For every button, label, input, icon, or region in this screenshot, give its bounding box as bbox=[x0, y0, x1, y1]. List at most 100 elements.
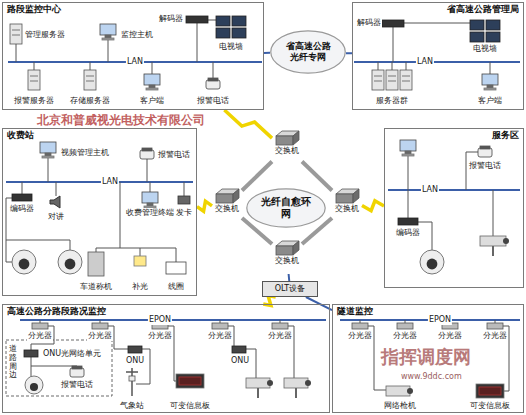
device-label: 分光器 bbox=[147, 331, 173, 341]
sign-display bbox=[179, 377, 201, 385]
device-wire bbox=[100, 320, 101, 323]
device-label: 可变信息板 bbox=[469, 401, 511, 411]
device-label: 解码器 bbox=[158, 14, 184, 24]
camera-lens bbox=[503, 238, 509, 244]
device-wire bbox=[392, 62, 393, 70]
server-slot bbox=[86, 76, 94, 77]
card-dispenser bbox=[178, 196, 190, 204]
device-wire bbox=[6, 240, 70, 250]
device-label: 客户端 bbox=[139, 96, 165, 106]
onu-icon bbox=[232, 346, 246, 353]
box-camera bbox=[246, 378, 270, 388]
camera-pole bbox=[257, 388, 259, 398]
switch-icon bbox=[274, 130, 300, 146]
vertical-label: 道路周边 bbox=[9, 345, 17, 380]
roadside-box bbox=[6, 340, 112, 396]
monitor-icon bbox=[144, 74, 160, 85]
device-label: 分光器 bbox=[482, 331, 508, 341]
server-icon bbox=[386, 70, 398, 90]
device-label: LAN bbox=[421, 185, 439, 195]
device-wire bbox=[96, 182, 120, 252]
region-panel: 路段监控中心 bbox=[2, 2, 264, 110]
device-label: 发卡 bbox=[175, 208, 193, 218]
device-label: 管理服务器 bbox=[24, 30, 66, 40]
device-label: 分光器 bbox=[27, 331, 53, 341]
network-cloud: 光纤自愈环网 bbox=[246, 188, 326, 228]
device-wire bbox=[378, 62, 379, 70]
encoder-icon bbox=[398, 218, 418, 225]
device-label: 报警电话 bbox=[196, 96, 230, 106]
device-wire bbox=[208, 20, 216, 21]
box-camera bbox=[386, 386, 410, 396]
device-wire bbox=[90, 62, 91, 70]
monitor-stand bbox=[405, 151, 411, 154]
decoder-icon bbox=[186, 16, 208, 23]
phone-handset bbox=[72, 366, 82, 369]
server-slot bbox=[374, 81, 382, 82]
monitor-stand bbox=[147, 203, 153, 206]
device-label: 存储服务器 bbox=[69, 96, 111, 106]
cloud-outline bbox=[271, 31, 345, 73]
switch-node: 交换机 bbox=[272, 130, 302, 164]
device-label: LAN bbox=[101, 177, 119, 187]
monitor-icon bbox=[400, 140, 416, 151]
tv-wall-screen bbox=[470, 32, 484, 42]
camera-lens bbox=[19, 259, 30, 270]
device-label: 补光 bbox=[131, 282, 149, 292]
camera-lens bbox=[65, 259, 76, 270]
device-label: ONU光网络单元 bbox=[42, 349, 102, 359]
server-slot bbox=[402, 81, 410, 82]
switch-icon bbox=[214, 188, 240, 204]
variable-message-sign bbox=[176, 374, 204, 388]
wireless-link bbox=[362, 201, 384, 211]
switch-side bbox=[353, 189, 359, 203]
keyboard-icon bbox=[42, 156, 54, 158]
device-label: 收费管理终端 bbox=[125, 208, 175, 218]
device-label: 报警电话 bbox=[157, 150, 191, 160]
watermark: 指挥调度网 bbox=[380, 346, 472, 368]
sign-display bbox=[479, 387, 501, 395]
server-icon bbox=[372, 70, 384, 90]
monitor-stand bbox=[149, 85, 155, 88]
device-label: 解码器 bbox=[356, 18, 382, 28]
device-label: LAN bbox=[416, 57, 434, 67]
device-wire bbox=[408, 190, 409, 218]
server-slot bbox=[388, 81, 396, 82]
box-camera bbox=[284, 378, 308, 388]
device-wire bbox=[150, 182, 151, 192]
device-wire bbox=[197, 23, 198, 62]
lan-bus bbox=[354, 61, 520, 63]
device-label: 分光器 bbox=[207, 331, 233, 341]
tv-wall-screen bbox=[486, 20, 500, 30]
splitter-icon bbox=[272, 323, 288, 329]
phone-handset bbox=[480, 146, 490, 149]
box-camera bbox=[480, 236, 506, 246]
device-label: 分光器 bbox=[267, 331, 293, 341]
device-label: EPON bbox=[428, 315, 452, 325]
decoder-icon bbox=[382, 20, 404, 27]
device-label: 车道称机 bbox=[79, 282, 113, 292]
server-slot bbox=[388, 76, 396, 77]
lan-bus bbox=[6, 181, 193, 183]
device-label: 气象站 bbox=[119, 401, 145, 411]
switch-front bbox=[216, 194, 233, 203]
device-wire bbox=[16, 44, 17, 62]
camera-lens bbox=[305, 380, 311, 386]
device-wire bbox=[147, 159, 148, 182]
tv-wall-screen bbox=[470, 20, 484, 30]
device-wire bbox=[493, 190, 494, 236]
device-label: 可变信息板 bbox=[169, 401, 211, 411]
device-wire bbox=[495, 320, 496, 323]
device-art bbox=[6, 16, 520, 398]
server-slot bbox=[86, 81, 94, 82]
node-label: 光纤自愈环网 bbox=[257, 196, 315, 220]
splitter-icon bbox=[212, 323, 228, 329]
network-cloud: 省高速公路 光纤专网 bbox=[270, 30, 346, 74]
monitor-icon bbox=[482, 74, 498, 85]
monitor-icon bbox=[100, 24, 116, 35]
splitter-icon bbox=[32, 323, 48, 329]
splitter-icon bbox=[352, 323, 368, 329]
node-label: 交换机 bbox=[215, 204, 239, 214]
monitor-icon bbox=[40, 142, 56, 153]
node-label: OLT设备 bbox=[275, 284, 306, 294]
